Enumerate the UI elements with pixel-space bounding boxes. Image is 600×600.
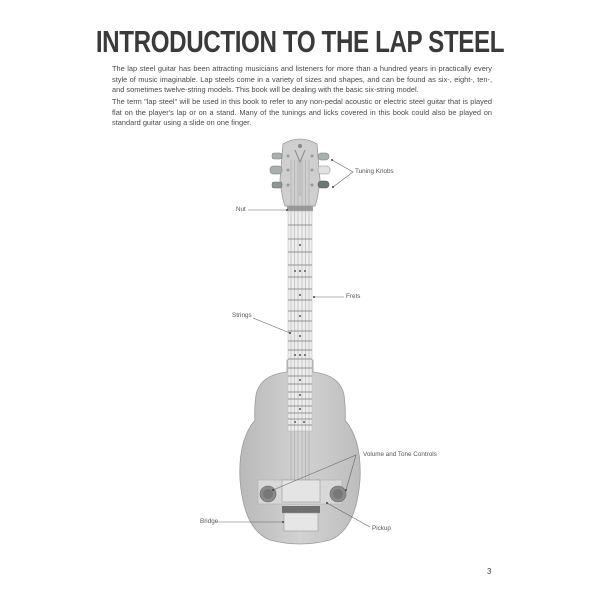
- label-nut: Nut: [236, 206, 246, 213]
- nut: [287, 206, 313, 211]
- label-pickup: Pickup: [372, 525, 391, 532]
- pickup: [281, 479, 321, 503]
- label-bridge: Bridge: [200, 518, 219, 525]
- tuning-knobs: [269, 152, 331, 189]
- label-tuning-knobs: Tuning Knobs: [355, 168, 394, 175]
- fret-markers: [294, 244, 306, 423]
- bridge-cover: [283, 512, 319, 532]
- label-volume-tone-controls: Volume and Tone Controls: [363, 451, 437, 458]
- intro-paragraph-2: The term "lap steel" will be used in thi…: [112, 97, 492, 128]
- label-strings: Strings: [232, 312, 252, 319]
- label-frets: Frets: [346, 293, 361, 300]
- strings: [290, 160, 310, 505]
- headstock: [279, 138, 321, 207]
- leader-lines: [218, 159, 371, 528]
- page-title: INTRODUCTION TO THE LAP STEEL: [95, 24, 505, 59]
- page-number: 3: [487, 567, 492, 576]
- intro-paragraph-1: The lap steel guitar has been attracting…: [112, 64, 492, 95]
- bridge-saddle: [282, 506, 320, 513]
- frets: [288, 224, 312, 426]
